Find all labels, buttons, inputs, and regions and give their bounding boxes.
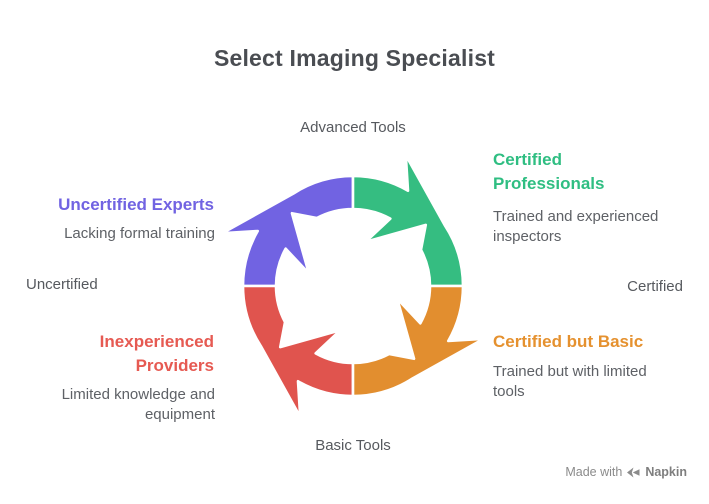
axis-label-right: Certified [627, 278, 683, 295]
heading-inexperienced-providers: Inexperienced Providers [99, 332, 214, 375]
description-uncertified-experts: Lacking formal training [64, 225, 215, 242]
page-title: Select Imaging Specialist [213, 45, 496, 71]
segment-inexperienced-providers [241, 284, 355, 419]
heading-certified-professionals: Certified Professionals [493, 150, 605, 193]
axis-label-left: Uncertified [26, 276, 98, 293]
description-inexperienced-providers: Limited knowledge and equipment [61, 386, 215, 423]
heading-certified-but-basic: Certified but Basic [493, 332, 644, 351]
description-certified-professionals: Trained and experienced inspectors [493, 208, 659, 245]
segment-uncertified-experts [220, 174, 355, 288]
description-certified-but-basic: Trained but with limited tools [493, 363, 647, 400]
segment-certified-but-basic [351, 284, 486, 398]
made-with-napkin-link[interactable]: Made with Napkin [565, 465, 687, 479]
watermark-brand: Napkin [645, 465, 687, 479]
axis-label-top: Advanced Tools [300, 119, 406, 136]
napkin-logo-icon [627, 467, 640, 478]
heading-uncertified-experts: Uncertified Experts [58, 195, 214, 214]
watermark-prefix: Made with [565, 465, 623, 479]
axis-label-bottom: Basic Tools [315, 437, 391, 454]
segment-certified-professionals [351, 153, 465, 288]
